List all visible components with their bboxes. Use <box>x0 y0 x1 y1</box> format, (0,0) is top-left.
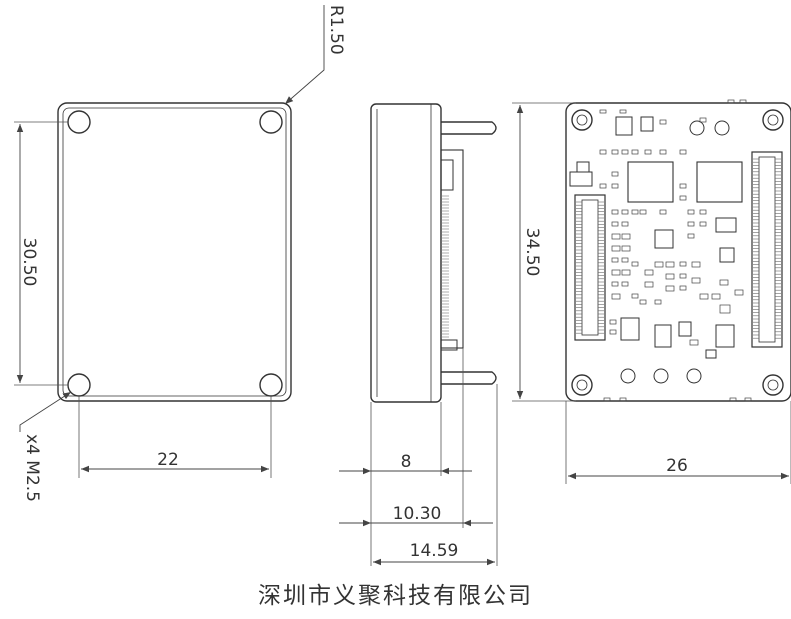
board-small-components <box>599 99 752 402</box>
front-ext-lines <box>14 121 272 478</box>
dim-text-14-59: 14.59 <box>410 541 459 561</box>
mount-hole-bottom-right <box>259 373 283 397</box>
mount-hole-top-right <box>259 110 283 134</box>
side-view <box>370 103 497 403</box>
side-ext-lines <box>370 348 498 566</box>
chip-1 <box>627 161 674 203</box>
side-connector-pins <box>441 195 449 338</box>
mount-hole-top-left <box>67 110 91 134</box>
pcb-hole-top-right <box>762 109 784 131</box>
board-ext-lines <box>512 102 791 484</box>
front-view <box>57 102 292 402</box>
dim-text-30-50: 30.50 <box>19 238 39 287</box>
pin-top <box>441 121 497 135</box>
dim-text-22: 22 <box>157 450 179 470</box>
radius-leader <box>284 5 325 105</box>
side-connector <box>440 149 464 349</box>
board-view <box>565 102 791 402</box>
enclosure-inner <box>62 107 287 397</box>
board-connector-right <box>751 151 783 348</box>
pcb-hole-bottom-right <box>762 374 784 396</box>
pcb-hole-bottom-left <box>571 374 593 396</box>
dim-text-34-50: 34.50 <box>522 228 542 277</box>
dim-text-holes: x4 M2.5 <box>22 434 42 502</box>
holes-leader <box>19 391 72 432</box>
dim-text-8: 8 <box>401 452 412 472</box>
board-connector-pins <box>576 158 781 339</box>
dim-text-26: 26 <box>666 456 688 476</box>
chip-2 <box>696 161 743 203</box>
pcb-outline <box>565 102 791 402</box>
technical-drawing: 30.50 22 R1.50 x4 M2.5 8 10.30 14.59 <box>14 5 791 566</box>
side-body <box>370 103 442 403</box>
pin-bottom <box>441 371 497 385</box>
dim-text-radius: R1.50 <box>326 5 346 55</box>
enclosure-outer <box>57 102 292 402</box>
mount-hole-bottom-left <box>67 373 91 397</box>
pcb-hole-top-left <box>571 109 593 131</box>
board-connector-left <box>574 194 606 341</box>
dim-text-10-30: 10.30 <box>393 504 442 524</box>
company-name: 深圳市义聚科技有限公司 <box>258 583 533 609</box>
